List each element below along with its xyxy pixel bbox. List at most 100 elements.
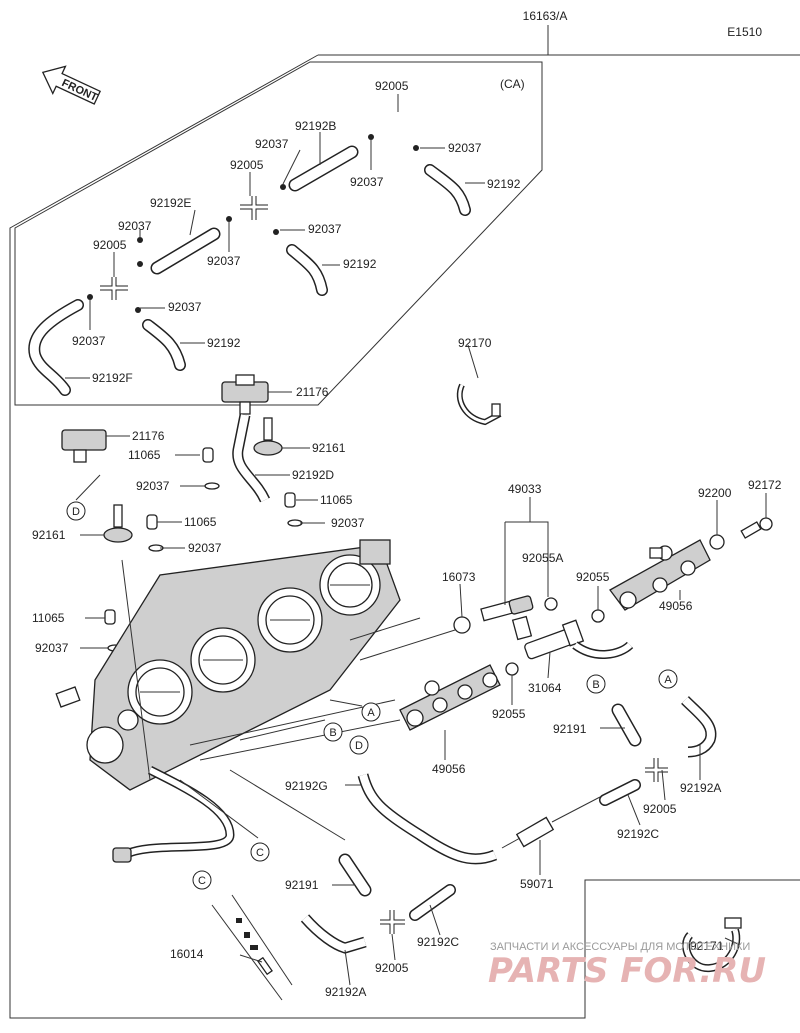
front-arrow-icon: FRONT [41, 65, 102, 105]
callout: 92191 [553, 722, 587, 736]
tube-92192c-icon [599, 779, 641, 806]
band-92170-icon [456, 383, 502, 426]
callout-labels: 92005 92192B 92037 92037 92037 92192 920… [32, 79, 782, 999]
clamp-92171-icon [682, 917, 742, 972]
pipe-31064-icon [524, 619, 634, 660]
svg-text:D: D [72, 506, 80, 518]
callout: 92005 [375, 961, 409, 975]
marker-d-bottom: D [349, 735, 369, 755]
callout: 11065 [32, 611, 65, 625]
bolt-92172-icon [740, 517, 773, 539]
callout: 11065 [128, 448, 161, 462]
callout: 92192C [617, 827, 659, 841]
valve-59071-icon [501, 796, 601, 849]
hose-92192-icon [286, 244, 328, 296]
hose-92192a-icon [681, 696, 717, 758]
svg-text:D: D [355, 740, 363, 752]
hose-92191-icon [611, 703, 642, 747]
clamp-icon [87, 134, 419, 313]
main-frame-outline [547, 25, 800, 56]
injector-49033-icon [480, 595, 534, 641]
tee-fitting-icon [240, 196, 268, 220]
hose-92191-icon [338, 853, 372, 897]
callout: 21176 [132, 429, 165, 443]
callout: 92055 [576, 570, 610, 584]
marker-a-mid: A [361, 702, 381, 722]
cap-11065-icon [104, 447, 296, 625]
hose-92192-icon [424, 164, 471, 216]
hose-92192g-icon [357, 773, 498, 865]
sensor-21176-icon [61, 429, 107, 463]
callout: 49033 [508, 482, 542, 496]
sensor-92161-icon [103, 504, 133, 543]
callout: 92192G [285, 779, 328, 793]
callout: 92037 [168, 300, 202, 314]
watermark-brand-logo: PARTS FOR.RU [488, 951, 766, 991]
callout: 92192A [325, 985, 366, 999]
callout: 49056 [432, 762, 466, 776]
callout: 92161 [312, 441, 346, 455]
tube-92192c-icon [409, 884, 456, 921]
sensor-92161-icon [253, 417, 283, 456]
hose-92192a-icon [300, 914, 367, 954]
callout: 92005 [93, 238, 127, 252]
callout: 92192C [417, 935, 459, 949]
hose-92192-icon [142, 319, 186, 371]
hose-92192d-icon [232, 413, 271, 503]
callout: 92192E [150, 196, 191, 210]
callout: 92170 [458, 336, 492, 350]
callout: 92172 [748, 478, 782, 492]
tee-fitting-icon [385, 112, 410, 134]
marker-c-mid: C [250, 842, 270, 862]
callout: 92037 [72, 334, 106, 348]
screw-16014-icon [211, 894, 293, 1001]
svg-text:A: A [664, 674, 672, 686]
svg-text:C: C [198, 875, 206, 887]
marker-b-right: B [586, 674, 606, 694]
svg-text:C: C [256, 847, 264, 859]
ca-box-label: (CA) [500, 77, 525, 91]
callout: 92005 [230, 158, 264, 172]
tube-92192b-icon [288, 145, 359, 192]
callout: 92037 [118, 219, 152, 233]
callout: 92005 [375, 79, 409, 93]
leader-lines-ca [65, 94, 485, 379]
svg-text:A: A [367, 707, 375, 719]
diagram-code: E1510 [727, 25, 762, 39]
callout: 16014 [170, 947, 204, 961]
callout: 49056 [659, 599, 693, 613]
callout: 92037 [255, 137, 289, 151]
delivery-pipe-49056-icon [609, 539, 711, 611]
callout: 92161 [32, 528, 66, 542]
hose-throttle-icon [112, 765, 235, 863]
marker-c-bottom: C [192, 870, 212, 890]
oring-92200-icon [709, 534, 725, 550]
callout: 92191 [285, 878, 319, 892]
tee-fitting-icon [645, 758, 668, 782]
callout: 92192A [680, 781, 721, 795]
callout: 92192F [92, 371, 133, 385]
callout: 92037 [35, 641, 69, 655]
ca-box-outline [14, 61, 543, 406]
callout: 92037 [188, 541, 222, 555]
callout: 92192 [207, 336, 241, 350]
callout: 92192 [487, 177, 521, 191]
callout: 31064 [528, 681, 562, 695]
callout: 92192B [295, 119, 336, 133]
svg-text:B: B [329, 727, 336, 739]
callout: 92037 [207, 254, 241, 268]
callout: 92055 [492, 707, 526, 721]
marker-d-top: D [66, 501, 86, 521]
main-reference-number: 16163/A [523, 9, 568, 23]
hose-92192f-icon [28, 299, 84, 396]
main-frame-outline-left [9, 54, 800, 1019]
callout: 16073 [442, 570, 476, 584]
callout: 59071 [520, 877, 554, 891]
tee-fitting-icon [100, 277, 128, 300]
callout: 92200 [698, 486, 732, 500]
marker-a-right: A [658, 669, 678, 689]
callout: 11065 [184, 515, 217, 529]
callout: 21176 [296, 385, 329, 399]
callout: 92055A [522, 551, 563, 565]
